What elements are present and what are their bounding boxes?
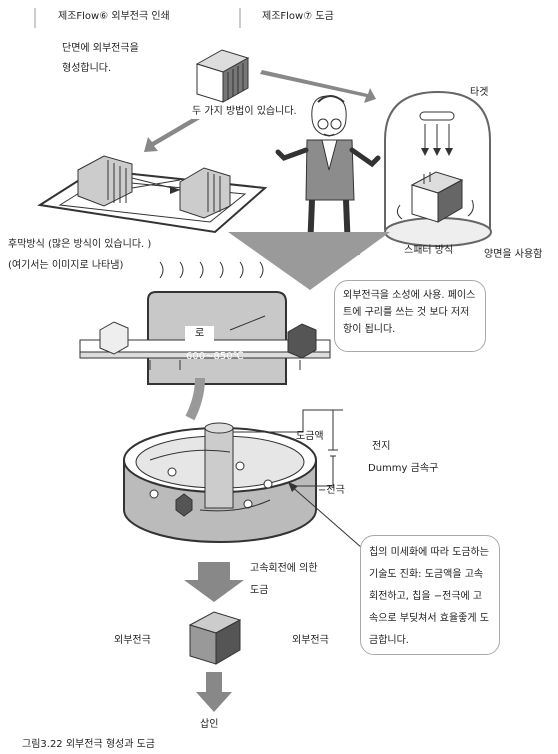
plating-note: 칩의 미세화에 따라 도금하는 기술도 진화: 도금액을 고속 회전하고, 칩을…	[360, 535, 500, 655]
spin-label-1: 고속회전에 의한	[250, 563, 318, 574]
target-label: 타겟	[470, 87, 489, 98]
electrode-right-label: 외부전극	[292, 635, 329, 646]
electrode-left-label: 외부전극	[114, 635, 151, 646]
plating-tank-icon	[123, 409, 343, 543]
thick-film-note: (여기서는 이미지로 나타냄)	[8, 260, 124, 271]
both-sides-label: 양면을 사용함	[484, 249, 543, 260]
header-tabs	[34, 8, 241, 28]
man-figure-icon	[275, 95, 381, 255]
plating-solution-label: 도금액	[296, 431, 324, 442]
flow-arrows-top	[144, 70, 376, 152]
intro-line1: 단면에 외부전극을	[62, 43, 139, 54]
spin-label-2: 도금	[250, 585, 269, 596]
tank-pointer-head	[288, 482, 298, 492]
insert-label: 삽인	[200, 719, 219, 730]
header-flow6: 제조Flow⑥ 외부전극 인쇄	[58, 11, 170, 22]
chip-top-icon	[195, 49, 250, 103]
dummy-label: Dummy 금속구	[368, 463, 439, 474]
furnace-pointer	[229, 315, 266, 331]
header-flow7: 제조Flow⑦ 도금	[262, 11, 334, 22]
finished-chip-icon	[188, 611, 242, 665]
furnace-note: 외부전극을 소성에 사용. 페이스트에 구리를 쓰는 것 보다 저저항이 됩니다…	[334, 280, 486, 352]
down-arrow-large	[228, 232, 390, 290]
sputter-label: 스패터 방식	[404, 245, 454, 256]
down-arrow-mid	[184, 562, 244, 602]
intro-line2: 형성합니다.	[62, 63, 112, 74]
curved-arrow-to-plating	[185, 377, 205, 421]
battery-label: 전지	[372, 441, 391, 452]
down-arrow-bottom	[196, 672, 232, 712]
methods-label: 두 가지 방법이 있습니다.	[192, 105, 297, 119]
sputter-dome-icon	[384, 90, 492, 247]
thick-film-tray-icon	[37, 155, 268, 234]
figure-caption: 그림3.22 외부전극 형성과 도금	[22, 739, 156, 750]
minus-electrode-label: −전극	[318, 485, 345, 496]
tank-pointer	[289, 484, 363, 549]
furnace-label: 로	[185, 326, 215, 342]
furnace-temp: 600~850℃	[186, 351, 244, 362]
furnace-icon	[79, 261, 331, 385]
thick-film-label: 후막방식 (많은 방식이 있습니다. )	[8, 239, 152, 250]
